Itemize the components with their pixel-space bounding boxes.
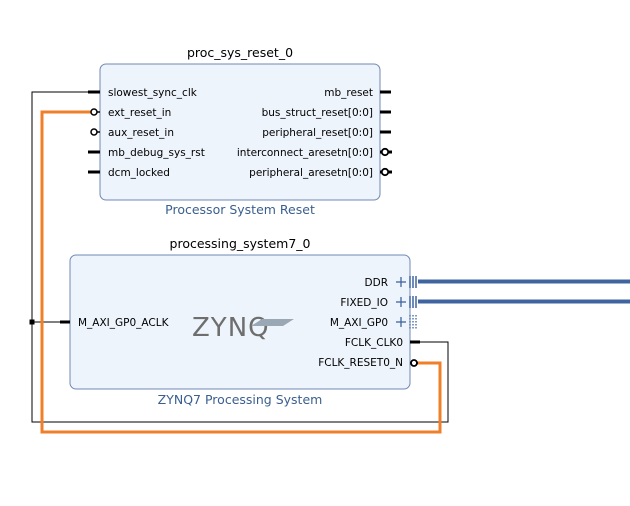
net-junction bbox=[29, 319, 35, 325]
zynq-logo: ZYNQ bbox=[192, 313, 294, 343]
block-ip-name: ZYNQ7 Processing System bbox=[158, 392, 323, 407]
svg-text:peripheral_aresetn[0:0]: peripheral_aresetn[0:0] bbox=[249, 167, 373, 179]
svg-text:dcm_locked: dcm_locked bbox=[108, 167, 170, 179]
svg-text:interconnect_aresetn[0:0]: interconnect_aresetn[0:0] bbox=[237, 147, 373, 159]
pin-ext-reset-in[interactable]: ext_reset_in bbox=[90, 107, 171, 119]
pin-fixed-io[interactable]: FIXED_IO bbox=[340, 296, 417, 309]
pin-fclk-clk0[interactable]: FCLK_CLK0 bbox=[345, 337, 420, 349]
svg-text:M_AXI_GP0_ACLK: M_AXI_GP0_ACLK bbox=[78, 317, 170, 329]
svg-text:ZYNQ: ZYNQ bbox=[192, 313, 270, 343]
proc-sys-reset-block[interactable]: proc_sys_reset_0 Processor System Reset … bbox=[88, 45, 392, 217]
svg-text:FIXED_IO: FIXED_IO bbox=[340, 297, 388, 309]
pin-ddr[interactable]: DDR bbox=[365, 276, 417, 289]
svg-text:bus_struct_reset[0:0]: bus_struct_reset[0:0] bbox=[262, 107, 373, 119]
pin-interconnect-aresetn[interactable]: interconnect_aresetn[0:0] bbox=[237, 147, 392, 159]
svg-text:FCLK_RESET0_N: FCLK_RESET0_N bbox=[318, 357, 403, 369]
svg-text:peripheral_reset[0:0]: peripheral_reset[0:0] bbox=[262, 127, 373, 139]
block-instance-name: processing_system7_0 bbox=[170, 236, 311, 251]
pin-peripheral-reset[interactable]: peripheral_reset[0:0] bbox=[262, 127, 391, 139]
svg-text:ext_reset_in: ext_reset_in bbox=[108, 107, 171, 119]
svg-text:M_AXI_GP0: M_AXI_GP0 bbox=[330, 317, 388, 329]
svg-text:mb_reset: mb_reset bbox=[324, 87, 373, 99]
svg-text:aux_reset_in: aux_reset_in bbox=[108, 127, 174, 139]
svg-text:mb_debug_sys_rst: mb_debug_sys_rst bbox=[108, 147, 205, 159]
block-instance-name: proc_sys_reset_0 bbox=[187, 45, 293, 60]
svg-text:slowest_sync_clk: slowest_sync_clk bbox=[108, 87, 198, 99]
net-fclk-reset0-n[interactable] bbox=[40, 110, 442, 434]
expand-plus-icon[interactable] bbox=[396, 277, 406, 287]
svg-text:DDR: DDR bbox=[365, 277, 388, 289]
svg-text:FCLK_CLK0: FCLK_CLK0 bbox=[345, 337, 403, 349]
zynq-logo-mark-icon bbox=[251, 319, 294, 326]
block-ip-name: Processor System Reset bbox=[165, 202, 315, 217]
pin-bus-struct-reset[interactable]: bus_struct_reset[0:0] bbox=[262, 107, 391, 119]
pin-m-axi-gp0-aclk[interactable]: M_AXI_GP0_ACLK bbox=[60, 317, 170, 329]
pin-peripheral-aresetn[interactable]: peripheral_aresetn[0:0] bbox=[249, 167, 392, 179]
pin-aux-reset-in[interactable]: aux_reset_in bbox=[90, 127, 174, 139]
pin-slowest-sync-clk[interactable]: slowest_sync_clk bbox=[88, 87, 198, 99]
processing-system-block[interactable]: processing_system7_0 ZYNQ7 Processing Sy… bbox=[60, 236, 420, 407]
expand-plus-icon[interactable] bbox=[396, 297, 406, 307]
pin-mb-reset[interactable]: mb_reset bbox=[324, 87, 391, 99]
pin-fclk-reset0-n[interactable]: FCLK_RESET0_N bbox=[318, 357, 418, 369]
pin-dcm-locked[interactable]: dcm_locked bbox=[88, 167, 170, 179]
pin-m-axi-gp0[interactable]: M_AXI_GP0 bbox=[330, 315, 417, 329]
expand-plus-icon[interactable] bbox=[396, 317, 406, 327]
pin-mb-debug-sys-rst[interactable]: mb_debug_sys_rst bbox=[88, 147, 205, 159]
